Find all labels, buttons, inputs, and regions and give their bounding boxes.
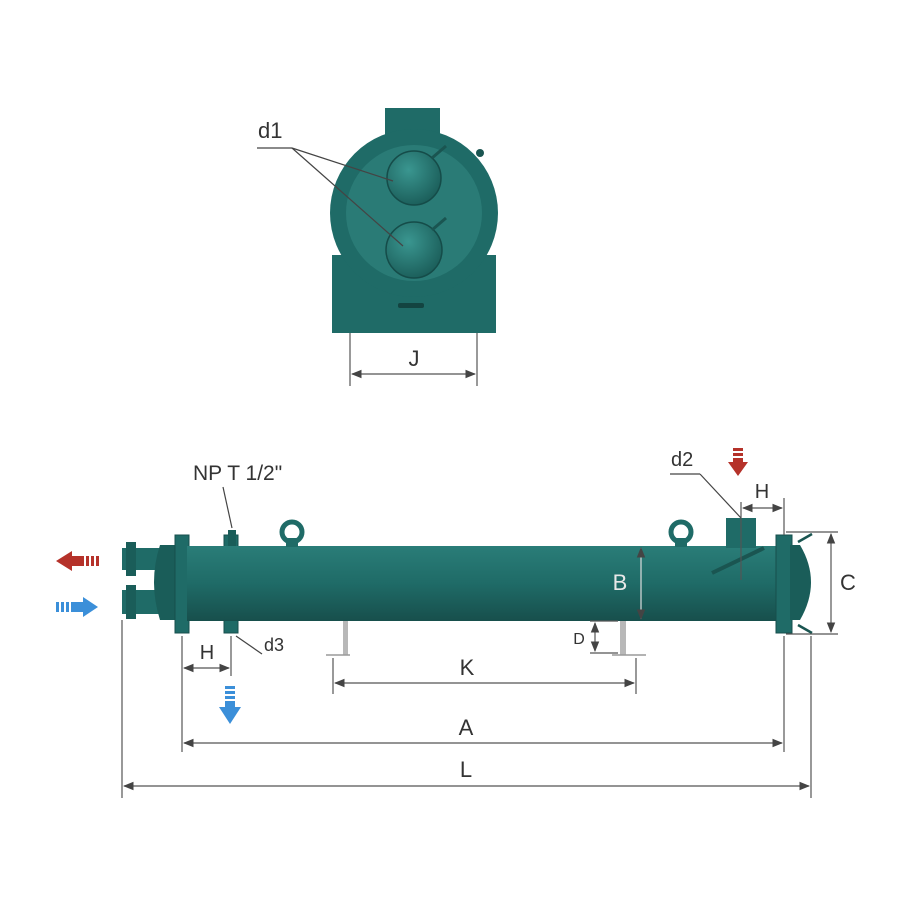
right-flange (775, 534, 793, 634)
bottom-nozzle-right (620, 621, 626, 655)
end-view-inner (346, 145, 482, 281)
a-label: A (459, 715, 474, 740)
right-arrow-icon (56, 597, 98, 617)
left-flange-outer (174, 534, 190, 634)
left-end-cap (154, 545, 178, 620)
right-cap-bolt-bottom (797, 623, 813, 635)
d-label: D (573, 631, 585, 648)
d2-internal-rod (711, 546, 765, 575)
d1-leader-upper (291, 147, 394, 182)
j-label: J (409, 346, 420, 371)
npt-label: NP T 1/2" (193, 462, 282, 485)
left-pipe-lower-flange (126, 585, 136, 619)
end-view-slot (398, 303, 424, 308)
down-arrow-icon (728, 448, 748, 476)
d2-label: d2 (671, 449, 693, 471)
lifting-lug-left-base (286, 538, 298, 547)
left-arrow-icon (56, 551, 99, 571)
d2-leader (699, 473, 742, 519)
k-label: K (460, 655, 475, 680)
end-view-tube-lower (385, 221, 443, 279)
d1-leader-lower (291, 147, 404, 247)
l-label: L (460, 757, 472, 782)
left-pipe-upper-flange (126, 542, 136, 576)
d3-leader (235, 635, 263, 655)
h-left-label: H (200, 642, 214, 664)
end-view-rod-upper (431, 144, 447, 160)
bottom-nozzle-left (343, 621, 348, 655)
end-view-rod-lower (431, 216, 447, 232)
b-label: B (613, 570, 628, 595)
end-view-tube-upper (386, 150, 442, 206)
end-view-side-knob (476, 149, 484, 157)
right-end-cap (790, 545, 811, 620)
end-view: J d1 (257, 108, 498, 386)
c-label: C (840, 570, 856, 595)
down-arrow-icon (219, 686, 241, 724)
npt-tap (228, 530, 236, 546)
main-shell (187, 546, 779, 621)
h-right-label: H (755, 481, 769, 503)
d1-label: d1 (258, 118, 282, 143)
right-cap-bolt-top (797, 532, 813, 544)
side-view (122, 518, 813, 656)
lifting-lug-right-base (675, 538, 687, 547)
d3-label: d3 (264, 635, 284, 655)
npt-leader (222, 486, 233, 529)
